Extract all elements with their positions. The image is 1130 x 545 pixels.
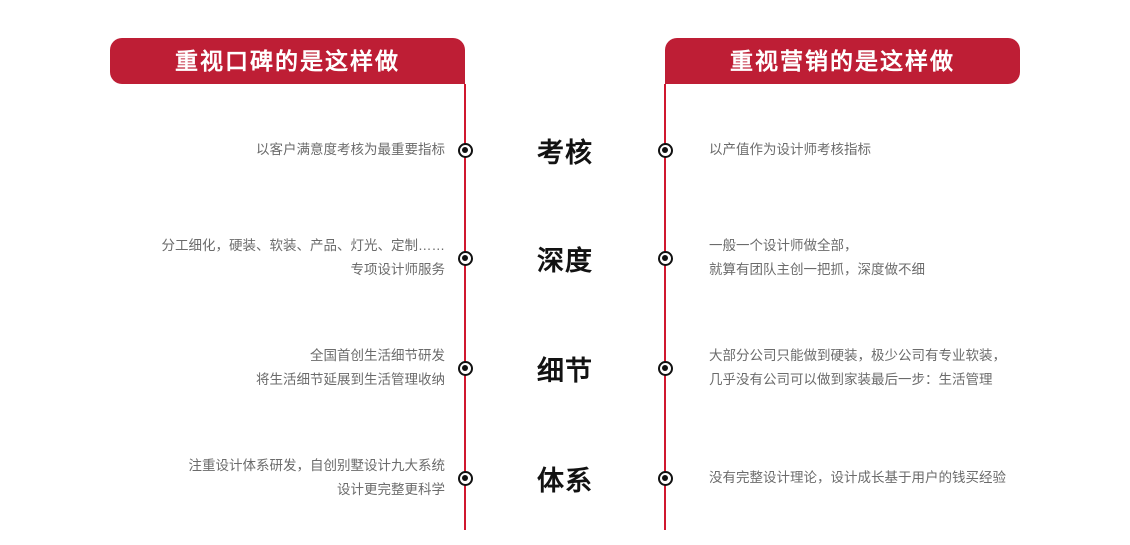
marker-cell-left [445,250,485,266]
target-dot-icon [657,470,673,486]
row-right-text: 大部分公司只能做到硬装，极少公司有专业软装， 几乎没有公司可以做到家装最后一步：… [709,348,1006,387]
row-left-text: 分工细化，硬装、软装、产品、灯光、定制…… 专项设计师服务 [161,238,446,277]
marker-cell-right [645,360,685,376]
row-right-text: 以产值作为设计师考核指标 [709,142,871,158]
comparison-row: 以客户满意度考核为最重要指标 考核 以产值作为设计师考核指标 [0,122,1130,178]
spine-line-left [464,84,466,530]
marker-cell-right [645,250,685,266]
row-left-text: 全国首创生活细节研发 将生活细节延展到生活管理收纳 [256,348,445,387]
marker-cell-left [445,470,485,486]
comparison-row: 分工细化，硬装、软装、产品、灯光、定制…… 专项设计师服务 深度 一般一个设计师… [0,228,1130,288]
row-right-text: 没有完整设计理论，设计成长基于用户的钱买经验 [709,470,1006,486]
comparison-row: 注重设计体系研发，自创别墅设计九大系统 设计更完整更科学 体系 没有完整设计理论… [0,447,1130,509]
row-label: 细节 [537,355,593,386]
target-dot-icon [657,250,673,266]
row-label: 考核 [537,137,593,168]
target-dot-icon [457,360,473,376]
marker-cell-left [445,360,485,376]
spine-line-right [664,84,666,530]
marker-cell-right [645,142,685,158]
header-badge-left: 重视口碑的是这样做 [110,38,465,84]
row-label: 体系 [537,465,593,496]
header-badge-right: 重视营销的是这样做 [665,38,1020,84]
marker-cell-right [645,470,685,486]
row-label: 深度 [537,245,593,276]
target-dot-icon [457,142,473,158]
target-dot-icon [457,250,473,266]
row-left-text: 以客户满意度考核为最重要指标 [256,142,445,158]
row-left-text: 注重设计体系研发，自创别墅设计九大系统 设计更完整更科学 [188,458,446,497]
marker-cell-left [445,142,485,158]
comparison-row: 全国首创生活细节研发 将生活细节延展到生活管理收纳 细节 大部分公司只能做到硬装… [0,337,1130,399]
target-dot-icon [657,360,673,376]
row-right-text: 一般一个设计师做全部， 就算有团队主创一把抓，深度做不细 [709,238,925,277]
target-dot-icon [657,142,673,158]
target-dot-icon [457,470,473,486]
